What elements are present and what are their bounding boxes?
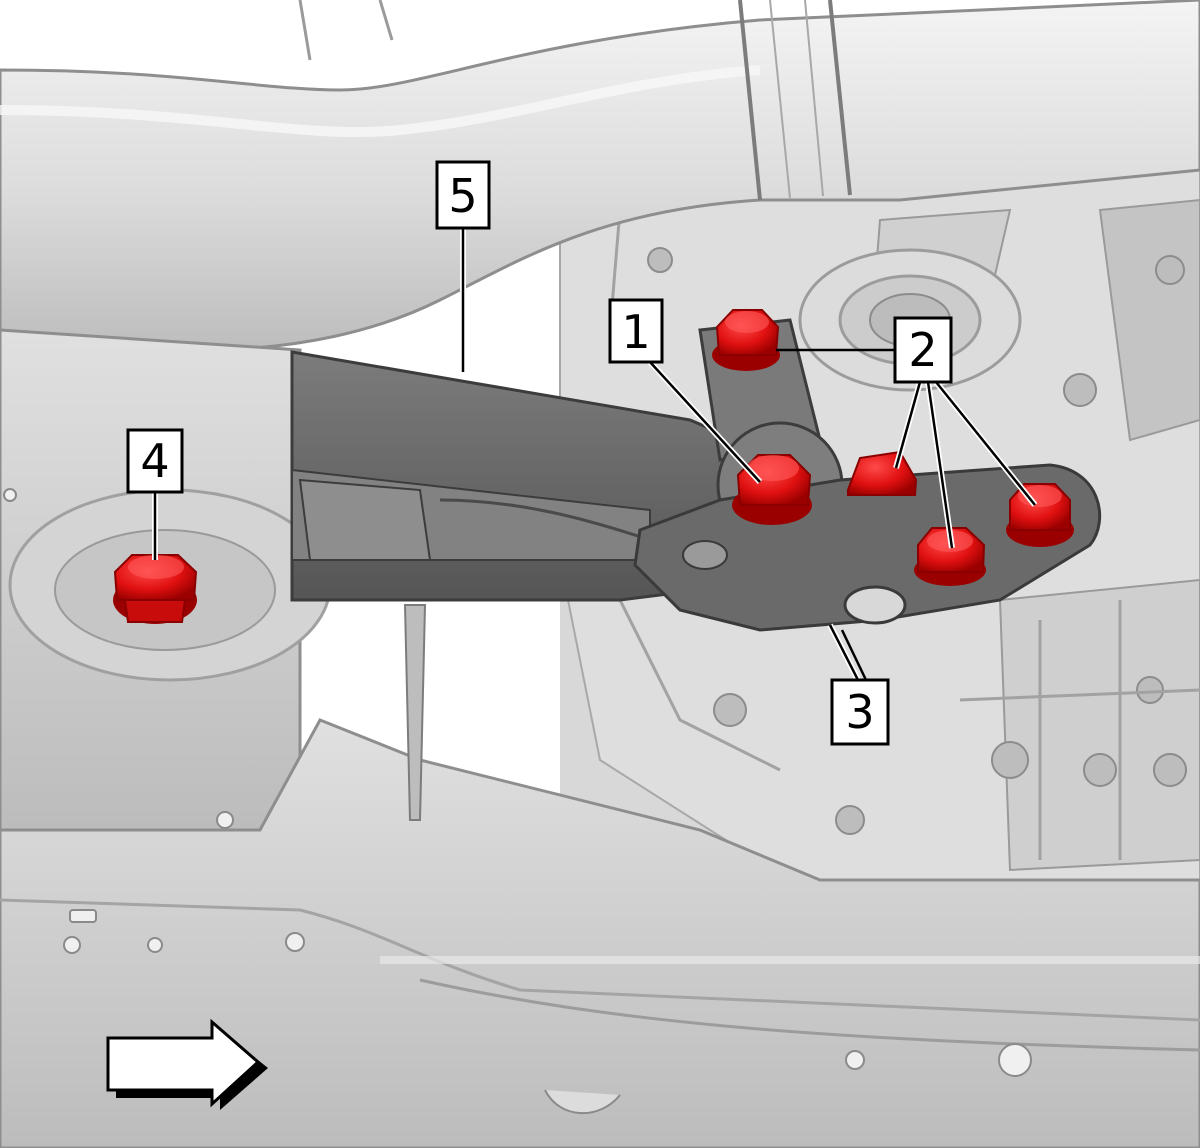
callout-1: 1 [608, 298, 664, 364]
leader-lines [152, 228, 1038, 682]
callout-1-label: 1 [621, 305, 650, 359]
heat-shield-tab [403, 604, 427, 821]
callout-5-label: 5 [448, 169, 477, 223]
bolt-2-lower [914, 527, 986, 586]
callout-2-label: 2 [908, 323, 937, 377]
callout-3: 3 [830, 678, 890, 746]
bolt-2-right [1006, 483, 1074, 547]
callout-5: 5 [435, 160, 491, 230]
callout-3-label: 3 [845, 685, 874, 739]
arrow-right-icon [106, 1018, 268, 1110]
callout-4-label: 4 [140, 434, 169, 488]
subframe [0, 718, 1200, 1148]
exhaust-pipe [0, 0, 1200, 352]
bolt-4 [113, 554, 198, 624]
bolt-2-top [712, 309, 780, 371]
bolt-1 [732, 454, 812, 525]
callout-4: 4 [126, 428, 184, 494]
callout-2: 2 [893, 316, 953, 384]
